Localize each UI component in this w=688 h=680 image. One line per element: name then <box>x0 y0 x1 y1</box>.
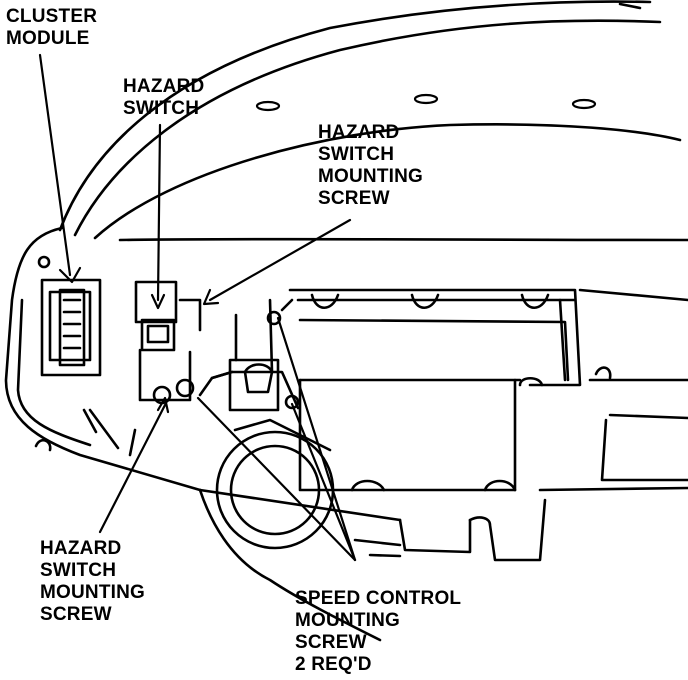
hazard-screw-top-line-1: HAZARD <box>318 122 400 143</box>
cluster-module-label: CLUSTER MODULE <box>6 6 97 50</box>
speed-control-line-3: SCREW <box>295 632 367 653</box>
speed-control-bracket <box>210 298 300 412</box>
hazard-switch-label: HAZARD SWITCH <box>123 76 204 120</box>
dash-top-pad <box>58 0 688 242</box>
defroster-vents <box>255 93 597 112</box>
speed-control-line-4: 2 REQ'D <box>295 654 372 675</box>
hazard-screw-top-line-2: SWITCH <box>318 144 395 165</box>
speed-control-line-2: MOUNTING <box>295 610 401 631</box>
cluster-module-connector <box>40 278 102 377</box>
hazard-switch-assembly <box>134 280 234 405</box>
hazard-switch-line-2: SWITCH <box>123 98 200 119</box>
hazard-screw-bottom-line-3: MOUNTING <box>40 582 146 603</box>
center-stack-opening <box>288 288 582 492</box>
lower-panel-cutouts <box>198 488 547 562</box>
hazard-screw-bottom-line-1: HAZARD <box>40 538 122 559</box>
cluster-module-line-2: MODULE <box>6 28 90 49</box>
hazard-switch-line-1: HAZARD <box>123 76 205 97</box>
speed-control-screw-label: SPEED CONTROL MOUNTING SCREW 2 REQ'D <box>295 588 461 676</box>
cluster-module-line-1: CLUSTER <box>6 6 98 27</box>
hazard-screw-bottom-label: HAZARD SWITCH MOUNTING SCREW <box>40 538 145 626</box>
hazard-screw-top-line-4: SCREW <box>318 188 390 209</box>
panel-bezel <box>4 226 382 642</box>
speed-control-line-1: SPEED CONTROL <box>295 588 462 609</box>
hazard-screw-bottom-line-2: SWITCH <box>40 560 117 581</box>
leader-lines <box>38 53 357 562</box>
hazard-screw-bottom-line-4: SCREW <box>40 604 112 625</box>
right-panel-section <box>538 288 688 492</box>
hazard-screw-top-line-3: MOUNTING <box>318 166 424 187</box>
hazard-screw-top-label: HAZARD SWITCH MOUNTING SCREW <box>318 122 423 210</box>
